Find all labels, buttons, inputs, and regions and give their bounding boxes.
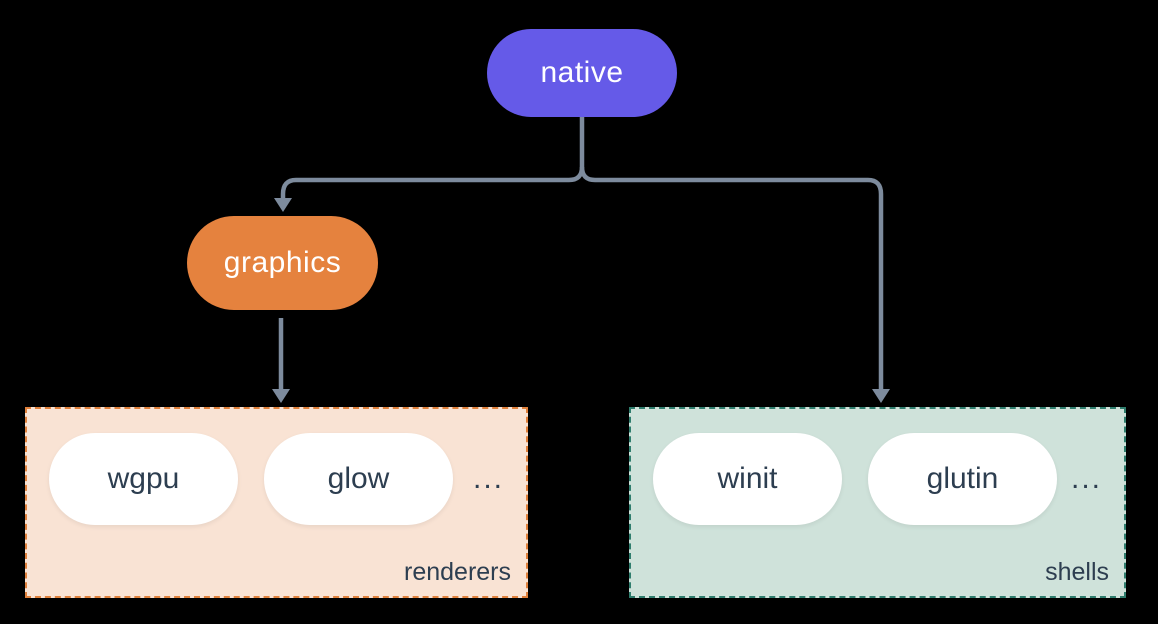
pill-wgpu-label: wgpu bbox=[107, 462, 180, 495]
edge-native-graphics bbox=[280, 117, 585, 198]
renderers-group-label: renderers bbox=[404, 558, 511, 586]
shells-group-label: shells bbox=[1045, 558, 1109, 586]
pill-wgpu: wgpu bbox=[49, 433, 238, 525]
edge-native-shells bbox=[579, 166, 884, 389]
node-graphics-label: graphics bbox=[223, 246, 342, 279]
node-native-label: native bbox=[540, 56, 624, 89]
pill-glow: glow bbox=[264, 433, 453, 525]
pill-glutin: glutin bbox=[868, 433, 1057, 525]
arrowhead-graphics-icon bbox=[274, 198, 292, 212]
shells-ellipsis: ... bbox=[1070, 462, 1102, 495]
arrowhead-renderers-icon bbox=[272, 389, 290, 403]
group-shells: winit glutin ... shells bbox=[629, 407, 1126, 598]
pill-winit: winit bbox=[653, 433, 842, 525]
pill-glow-label: glow bbox=[327, 462, 390, 495]
pill-glutin-label: glutin bbox=[926, 462, 999, 495]
node-graphics: graphics bbox=[187, 216, 378, 310]
group-renderers: wgpu glow ... renderers bbox=[25, 407, 528, 598]
node-native: native bbox=[487, 29, 677, 117]
arrowhead-shells-icon bbox=[872, 389, 890, 403]
pill-winit-label: winit bbox=[717, 462, 778, 495]
renderers-ellipsis: ... bbox=[472, 462, 504, 495]
